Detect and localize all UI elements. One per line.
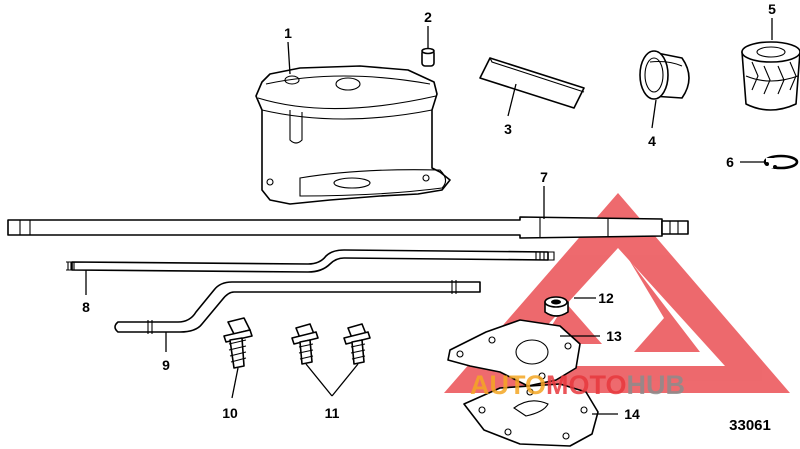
gasket-lower-part <box>463 383 599 447</box>
callout-12: 12 <box>598 290 614 306</box>
drive-shaft-part <box>7 216 689 239</box>
callout-9: 9 <box>162 357 170 373</box>
callout-11: 11 <box>325 405 340 421</box>
bent-rod-part <box>114 280 481 334</box>
callout-7: 7 <box>540 169 548 185</box>
seal-part <box>639 50 690 100</box>
callout-2: 2 <box>424 9 432 25</box>
snap-ring-part <box>763 154 799 170</box>
callout-5: 5 <box>768 1 776 17</box>
callout-10: 10 <box>222 405 238 421</box>
callout-1: 1 <box>284 25 292 41</box>
watermark-auto: AUTO <box>470 370 546 400</box>
watermark-text: AUTOMOTOHUB <box>470 370 685 400</box>
callout-8: 8 <box>82 299 90 315</box>
housing-part <box>255 65 451 205</box>
diagram-part-number: 33061 <box>729 417 771 434</box>
watermark-moto: MOTO <box>546 370 627 400</box>
callout-labels: 1 2 3 4 5 6 7 8 9 10 11 12 13 14 33061 <box>82 1 776 434</box>
watermark-hub: HUB <box>627 370 686 400</box>
callout-4: 4 <box>648 133 656 149</box>
callout-13: 13 <box>606 328 622 344</box>
shift-rod-part <box>66 249 555 273</box>
grommet-part <box>544 296 569 317</box>
coupler-part <box>741 41 800 111</box>
callout-14: 14 <box>624 406 640 422</box>
gasket-upper-part <box>447 319 581 387</box>
long-screw-part <box>223 317 253 369</box>
pin-part <box>421 47 435 67</box>
pad-part <box>479 57 585 109</box>
callout-3: 3 <box>504 121 512 137</box>
callout-6: 6 <box>726 154 734 170</box>
screw-pair-part <box>291 323 371 365</box>
leader-lines <box>85 18 773 415</box>
